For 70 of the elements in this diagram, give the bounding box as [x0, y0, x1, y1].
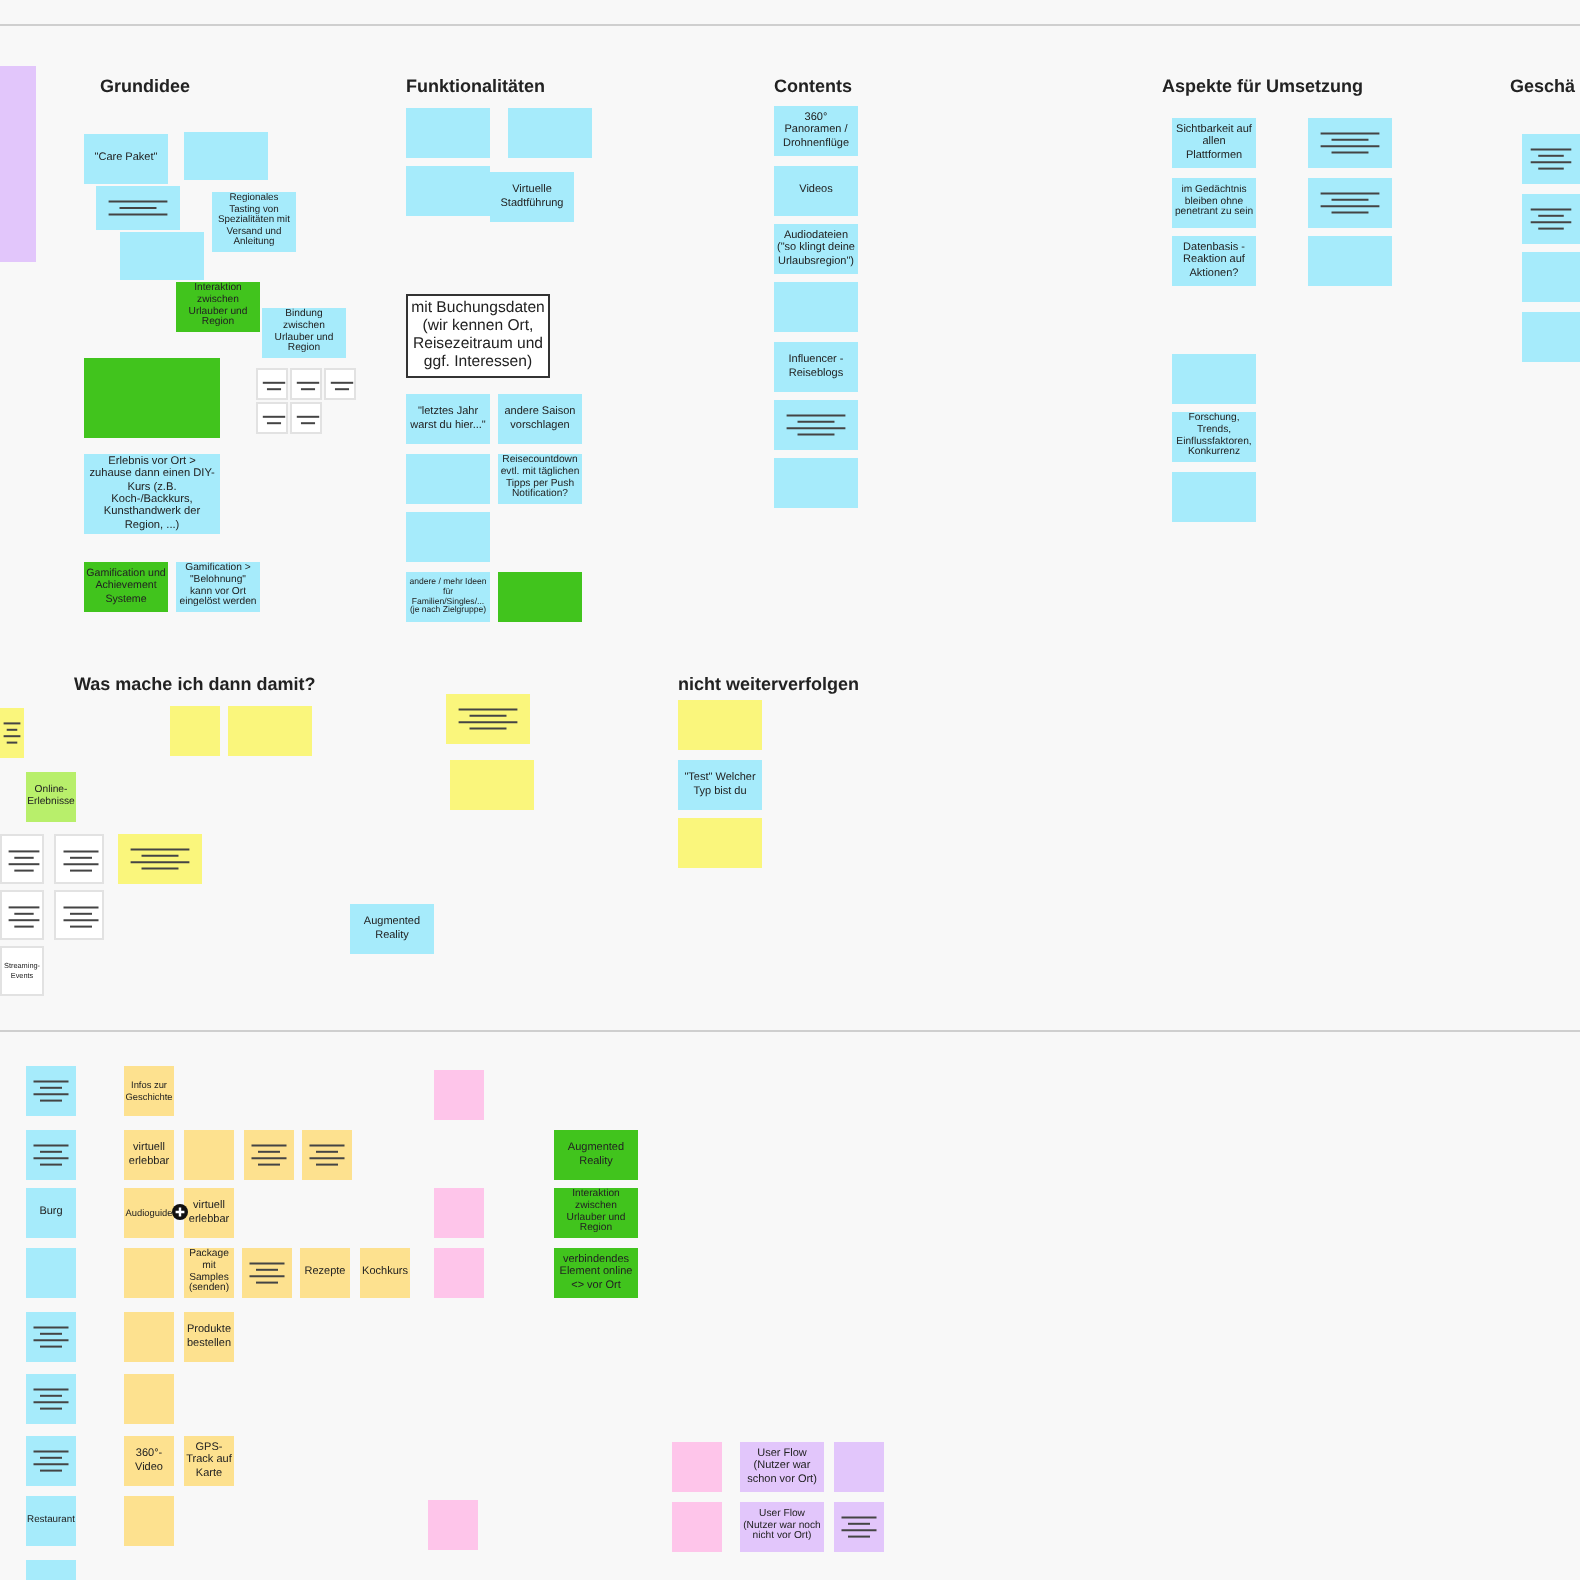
- section-heading: Grundidee: [100, 76, 191, 96]
- sticky-note: [498, 572, 582, 622]
- sticky-note: [26, 1248, 76, 1298]
- sticky-note: [434, 1248, 484, 1298]
- sticky-note: [406, 512, 490, 562]
- sticky-note: [1308, 236, 1392, 286]
- sticky-note: [184, 132, 268, 180]
- sticky-note: [54, 890, 104, 940]
- sticky-note: [84, 358, 220, 438]
- sticky-note: [508, 108, 592, 158]
- sticky-note: [96, 186, 180, 230]
- sticky-note: [54, 834, 104, 884]
- sticky-note: [834, 1442, 884, 1492]
- sticky-note: [672, 1502, 722, 1552]
- sticky-note: [1522, 252, 1580, 302]
- sticky-note: [290, 402, 322, 434]
- sticky-note: [446, 694, 530, 744]
- sticky-note: [434, 1188, 484, 1238]
- section-heading: Geschä: [1510, 76, 1576, 96]
- sticky-note: [678, 818, 762, 868]
- sticky-note: [184, 1130, 234, 1180]
- sticky-note: [1172, 354, 1256, 404]
- sticky-note: [228, 706, 312, 756]
- sticky-note: [450, 760, 534, 810]
- section-heading: Funktionalitäten: [406, 76, 545, 96]
- sticky-note: [0, 834, 44, 884]
- sticky-note: [434, 1070, 484, 1120]
- sticky-note: [256, 368, 288, 400]
- section-heading: nicht weiterverfolgen: [678, 674, 860, 694]
- sticky-note: [1522, 312, 1580, 362]
- sticky-note: [26, 1066, 76, 1116]
- sticky-note: [774, 458, 858, 508]
- sticky-note: [118, 834, 202, 884]
- sticky-note: [406, 454, 490, 504]
- sticky-note: [256, 402, 288, 434]
- sticky-note: [242, 1248, 292, 1298]
- section-heading: Was mache ich dann damit?: [74, 674, 316, 694]
- sticky-note: [124, 1496, 174, 1546]
- sticky-note: [302, 1130, 352, 1180]
- sticky-note: [0, 66, 36, 262]
- sticky-note: [290, 368, 322, 400]
- sticky-note: [1172, 472, 1256, 522]
- sticky-note: [428, 1500, 478, 1550]
- sticky-note: [244, 1130, 294, 1180]
- sticky-note: [124, 1248, 174, 1298]
- sticky-note: [1308, 178, 1392, 228]
- sticky-note: [26, 1436, 76, 1486]
- sticky-note: [26, 1560, 76, 1580]
- sticky-note: [1522, 134, 1580, 184]
- sticky-note: [26, 1312, 76, 1362]
- sticky-note: [170, 706, 220, 756]
- sticky-note: [406, 166, 490, 216]
- sticky-note: [0, 708, 24, 758]
- sticky-note: [124, 1374, 174, 1424]
- sticky-note: [834, 1502, 884, 1552]
- sticky-note: [324, 368, 356, 400]
- sticky-note: [120, 232, 204, 280]
- sticky-note: [26, 1130, 76, 1180]
- sticky-note: [406, 108, 490, 158]
- section-heading: Contents: [774, 76, 852, 96]
- sticky-note: [678, 700, 762, 750]
- sticky-note: [1522, 194, 1580, 244]
- sticky-note: [672, 1442, 722, 1492]
- sticky-note: [0, 890, 44, 940]
- sticky-note: [774, 400, 858, 450]
- sticky-note: [1308, 118, 1392, 168]
- sticky-note: [124, 1312, 174, 1362]
- sticky-note: [26, 1374, 76, 1424]
- section-heading: Aspekte für Umsetzung: [1162, 76, 1364, 96]
- sticky-note: [774, 282, 858, 332]
